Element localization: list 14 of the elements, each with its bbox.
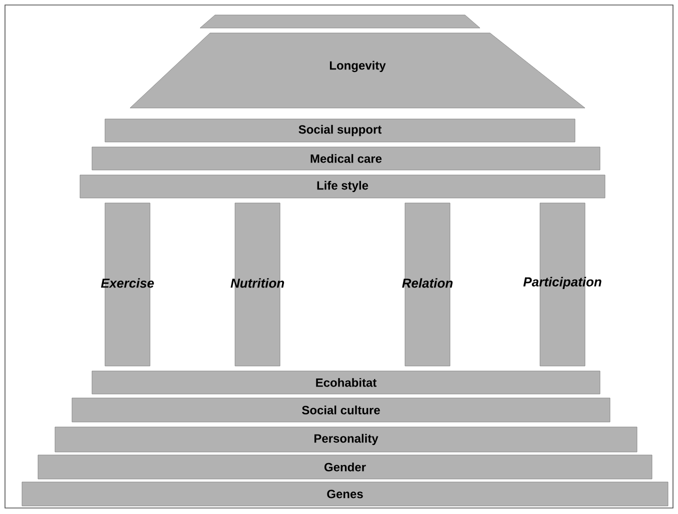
step-band: Gender	[38, 454, 652, 480]
step-band: Social culture	[72, 398, 610, 422]
step-band: Genes	[22, 482, 668, 506]
pillar: Nutrition	[230, 202, 284, 366]
step-band: Medical care	[92, 146, 600, 170]
roof-trapezoid: Longevity	[130, 32, 586, 108]
pillar: Exercise	[101, 202, 154, 366]
pillar: Relation	[402, 202, 453, 366]
step-band: Life style	[80, 174, 606, 198]
step-band: Ecohabitat	[92, 370, 600, 394]
step-band: Social support	[104, 118, 576, 142]
step-band: Personality	[54, 426, 638, 452]
roof-band	[200, 14, 480, 28]
pillar: Participation	[523, 202, 602, 366]
